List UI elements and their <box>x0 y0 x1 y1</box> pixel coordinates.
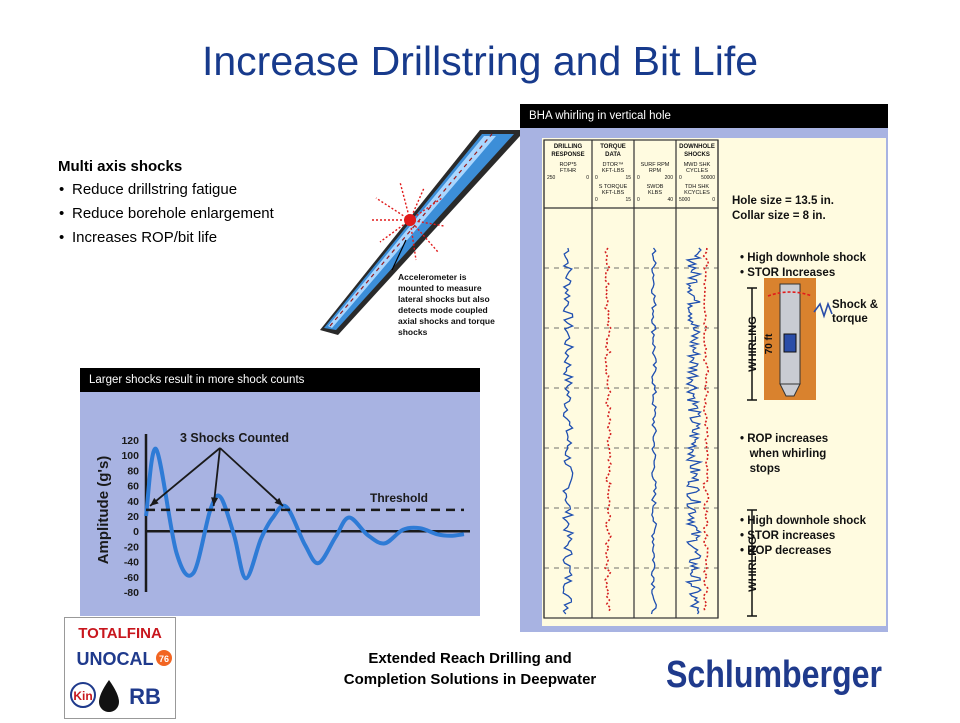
scale-right: 15 <box>625 175 631 181</box>
whirling-label: WHIRLING <box>747 316 759 372</box>
y-tick-label: -40 <box>124 557 139 569</box>
bha-panel-caption: BHA whirling in vertical hole <box>520 104 888 128</box>
scale-left: 0 <box>595 175 598 181</box>
drillpipe-diagram: Accelerometer is mounted to measure late… <box>320 130 520 337</box>
unocal-76-icon: 76 <box>159 654 169 664</box>
scale-right: 50000 <box>701 175 715 181</box>
partner-logos: TOTALFINA UNOCAL 76 Kin RB <box>64 617 176 719</box>
y-tick-label: -20 <box>124 541 139 553</box>
bullet-item: Reduce drillstring fatigue <box>59 181 318 198</box>
y-tick-label: 120 <box>121 435 139 447</box>
oil-drop-icon <box>99 680 119 712</box>
shock-burst-icon <box>372 181 445 261</box>
shocks-counted-label: 3 Shocks Counted <box>180 431 289 445</box>
rpm-curve <box>650 247 658 615</box>
bha-drill-icon <box>764 278 833 400</box>
bullet-heading: Multi axis shocks <box>58 158 183 175</box>
y-tick-label: 0 <box>133 526 139 538</box>
y-tick-label: 80 <box>127 465 139 477</box>
shock-count-panel: Larger shocks result in more shock count… <box>80 368 480 616</box>
scale-right: 0 <box>586 175 589 181</box>
scale-right: 200 <box>665 175 674 181</box>
hole-size-note: Hole size = 13.5 in. Collar size = 8 in. <box>732 195 837 222</box>
unocal-logo: UNOCAL <box>77 649 154 669</box>
scale-right: 40 <box>667 197 673 203</box>
scale-left: 0 <box>637 197 640 203</box>
y-tick-label: 100 <box>121 450 139 462</box>
totalfina-logo: TOTALFINA <box>78 625 162 642</box>
y-tick-label: 20 <box>127 511 139 523</box>
footer-line: Completion Solutions in Deepwater <box>343 671 597 688</box>
whirl-notes-mid: • ROP increases when whirling stops <box>740 433 831 475</box>
y-axis-label: Amplitude (g's) <box>95 456 112 565</box>
footer-line: Extended Reach Drilling and <box>368 650 572 667</box>
stor-curve <box>604 247 612 613</box>
scale-left: 0 <box>595 197 598 203</box>
y-tick-label: -80 <box>124 587 139 599</box>
y-tick-label: -60 <box>124 572 139 584</box>
rb-logo: RB <box>129 684 161 709</box>
y-tick-label: 40 <box>127 496 139 508</box>
bullet-item: Increases ROP/bit life <box>59 229 318 246</box>
footer-text: Extended Reach Drilling and Completion S… <box>300 648 640 690</box>
shock-curve <box>684 247 704 615</box>
slide-title: Increase Drillstring and Bit Life <box>201 38 759 84</box>
scale-right: 15 <box>625 197 631 203</box>
kin-logo: Kin <box>73 689 92 703</box>
scale-left: 0 <box>637 175 640 181</box>
scale-right: 0 <box>712 197 715 203</box>
whirling-interval-top: WHIRLING 70 ft <box>747 287 775 401</box>
shock-amplitude-chart: Amplitude (g's) 120 100 80 60 40 20 0 -20 -40 -60… <box>95 431 470 599</box>
arrowhead-icon <box>150 497 159 506</box>
arrowhead-icon <box>274 497 284 506</box>
shock-torque-label: Shock & torque <box>832 299 881 325</box>
shock-arrow <box>212 447 221 507</box>
tdh-curve <box>702 247 710 613</box>
whirl-notes-bottom: • High downhole shock • STOR increases •… <box>740 515 869 557</box>
bullet-list: Multi axis shocks Reduce drillstring fat… <box>58 158 318 253</box>
brand-wordmark: Schlumberger <box>666 654 882 696</box>
rop-curve <box>561 247 575 615</box>
threshold-label: Threshold <box>370 491 428 505</box>
y-tick-label: 60 <box>127 481 139 493</box>
arrowhead-icon <box>211 497 219 506</box>
bullet-item: Reduce borehole enlargement <box>59 205 318 222</box>
shock-arrow <box>219 447 284 507</box>
scale-left: 250 <box>547 175 556 181</box>
scale-left: 0 <box>679 175 682 181</box>
length-label: 70 ft <box>764 333 775 354</box>
shock-panel-caption: Larger shocks result in more shock count… <box>80 368 480 392</box>
amplitude-wave <box>144 447 465 581</box>
whirl-notes-top: • High downhole shock • STOR Increases <box>740 252 869 279</box>
scale-left: 5000 <box>679 197 690 203</box>
schlumberger-logo: Schlumberger <box>666 654 882 696</box>
accelerometer-callout: Accelerometer is mounted to measure late… <box>398 272 497 337</box>
shock-arrow <box>149 447 221 507</box>
whirling-label: WHIRLING <box>747 536 759 592</box>
whirling-interval-bottom: WHIRLING <box>747 509 759 617</box>
